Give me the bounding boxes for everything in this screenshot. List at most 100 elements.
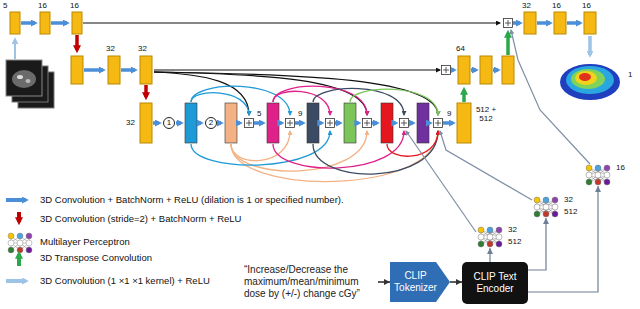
dilated-block [267,103,279,143]
conv-arrow [198,121,201,125]
ct-input-stack [12,70,36,88]
conv-arrow [51,21,67,25]
feature-map [108,56,120,84]
prompt-text: “Increase/Decrease the maximum/mean/mini… [242,260,378,304]
channel-label: 9 [447,109,451,118]
legend-sample [17,240,23,246]
conv-arrow [218,121,221,125]
conv-arrow [428,121,432,125]
transpose-conv-arrow [506,33,510,55]
dilated-block [185,103,197,143]
ct-input-stack [6,60,42,96]
downsample-arrow [144,85,148,97]
skip-connection [83,22,500,23]
mlp-neuron [534,211,540,217]
dose-map [575,71,597,85]
conv-arrow [451,68,454,72]
legend-sample [8,247,14,253]
feature-map [554,12,566,34]
downsample-arrow [75,35,79,50]
channel-label: 16 [552,1,561,10]
tokenizer-label: CLIP Tokenizer [393,270,438,294]
dose-map [560,64,620,100]
downsample-arrow [77,35,146,97]
text-feature-line [440,131,532,200]
conv-arrow [295,121,303,125]
encoder-label: CLIP Text Encoder [466,271,524,295]
encoder-box: CLIP Text Encoder [462,262,528,304]
feature-map [458,56,470,84]
feature-map [10,12,596,143]
conv-arrow [471,68,476,72]
dose-map [579,73,591,81]
conv-arrow [21,23,580,123]
conv-arrow [176,121,181,125]
ct-input-stack [6,60,54,108]
add-symbol [363,119,372,128]
mlp-neuron [478,241,484,247]
conv-arrow [238,121,240,125]
dense-connection [231,131,290,161]
add-symbol [245,119,254,128]
feature-map [584,12,596,34]
mlp-size: 512 [508,236,521,248]
legend-sample [8,233,14,239]
channel-label: 5 [3,1,7,10]
mlp-size: 32 [564,194,577,206]
add-symbol [400,119,409,128]
mlp-icon [532,196,560,218]
add-symbol [505,20,511,26]
legend-sample [6,200,32,281]
mlp-neuron [487,227,493,233]
legend-sample [26,240,32,246]
mlp-neuron [586,165,592,171]
dilated-block [185,103,429,143]
add-symbol [443,67,449,73]
dilation-circle: 2 [205,117,217,129]
conv-arrow [443,121,453,125]
connector [528,186,598,292]
conv-arrow [335,121,340,125]
text-feature-line [406,131,476,232]
connector [450,281,462,283]
add-symbol [434,119,443,128]
legend-text: 3D Convolution + BatchNorm + ReLU (dilat… [40,194,344,206]
mlp-neuron [478,234,484,240]
legend-sample [17,233,23,239]
mlp-neuron [586,179,592,185]
skip-connection [83,23,500,115]
mlp-size-labels: 32512 [508,224,521,248]
channel-label: 512 + 512 [473,105,499,123]
legend-sample [6,198,26,202]
conv-arrow [357,121,359,125]
mlp-neuron [487,234,493,240]
mlp-neuron [552,197,558,203]
mlp-neuron [534,197,540,203]
conv-arrow [409,121,413,125]
conv-arrow [21,21,35,25]
feature-map [502,56,514,84]
add-symbol [326,119,335,128]
conv-arrow [84,68,103,72]
prompt-sentence: “Increase/Decrease the maximum/mean/mini… [244,264,376,300]
input-arrow [15,40,16,59]
channel-label: 1 [628,70,632,79]
add-symbol [364,120,370,126]
tokenizer-shape [390,262,450,302]
legend-sample [17,254,21,266]
mlp-neuron [543,211,549,217]
feature-map [140,56,152,84]
mlp-neuron [595,179,601,185]
mlp-neuron [496,227,502,233]
legend-text: 3D Convolution (stride=2) + BatchNorm + … [40,213,241,225]
legend-sample [26,233,32,239]
dense-connection [231,131,438,182]
conv-arrow [254,121,263,125]
channel-label: 32 [138,44,147,53]
channel-label: 16 [582,1,591,10]
legend-sample [17,212,21,222]
dilated-block [417,103,429,143]
channel-label: 32 [126,118,135,127]
